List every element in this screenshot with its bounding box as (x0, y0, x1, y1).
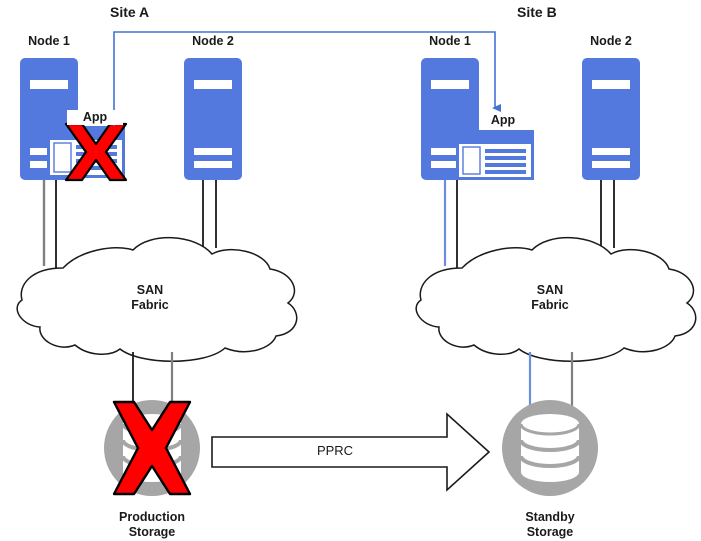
production-storage-label-line2: Storage (128, 525, 176, 539)
site-a-node-2-label: Node 2 (192, 34, 234, 48)
site-a-san-fabric-cloud (16, 237, 298, 362)
site-b-label: Site B (517, 4, 557, 20)
site-b-node-2-label: Node 2 (590, 34, 632, 48)
production-storage-label-line1: Production (119, 510, 185, 524)
site-a-san-fabric-label-line1: SAN (136, 283, 164, 297)
site-b-san-fabric-label-line2: Fabric (531, 298, 569, 312)
site-b-node-1-label: Node 1 (429, 34, 471, 48)
site-a-node-2-server-icon (184, 58, 242, 180)
app-failover-connector-line (113, 31, 501, 126)
production-storage-failure-x-icon (112, 400, 192, 496)
site-a-app-label: App (67, 110, 123, 125)
pprc-arrow-shape (211, 412, 491, 492)
site-b-san-fabric-label-line1: SAN (536, 283, 564, 297)
standby-storage-icon (502, 400, 598, 496)
site-a-app-failure-x-icon (64, 122, 128, 182)
site-a-label: Site A (110, 4, 150, 20)
site-a-cables-upper (42, 178, 217, 268)
site-a-node-1-label: Node 1 (28, 34, 70, 48)
standby-storage-label-line1: Standby (525, 510, 575, 524)
pprc-label: PPRC (316, 443, 354, 458)
site-b-node-2-server-icon (582, 58, 640, 180)
standby-storage-label-line2: Storage (526, 525, 574, 539)
standby-storage-db-cylinder (519, 414, 581, 482)
site-b-app-window-icon (456, 130, 534, 180)
site-b-app-label: App (490, 113, 516, 127)
production-storage-icon (104, 400, 200, 496)
site-b-san-fabric-cloud (415, 237, 697, 362)
site-b-cables-upper (443, 178, 615, 268)
site-a-san-fabric-label-line2: Fabric (131, 298, 169, 312)
